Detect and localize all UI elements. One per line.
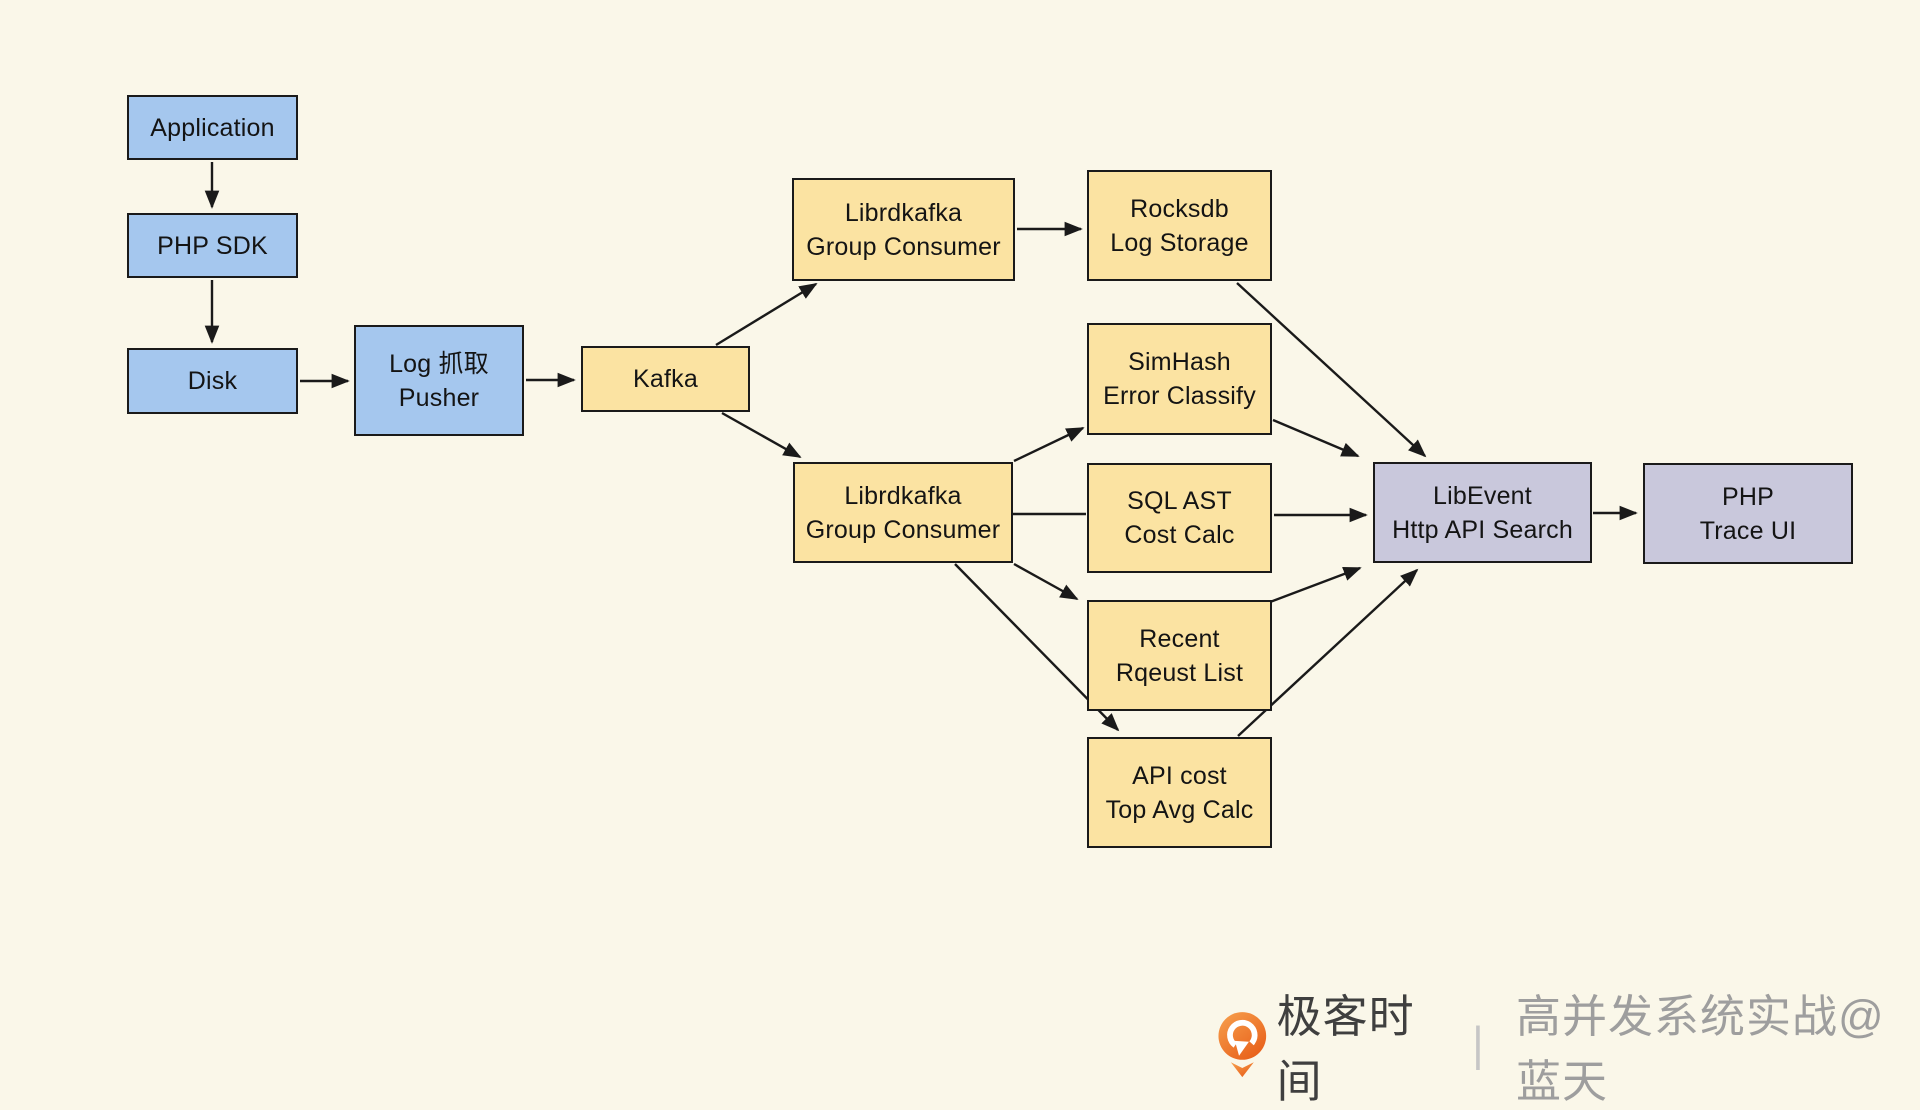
node-sql-ast: SQL AST Cost Calc <box>1087 463 1272 573</box>
arrow-recent-request-to-libevent <box>1269 566 1362 604</box>
watermark-separator: 丨 <box>1456 1023 1500 1077</box>
node-application: Application <box>127 95 298 160</box>
arrow-kafka-to-librdkafka-consumer-2 <box>721 411 802 459</box>
geektime-logo-icon <box>1218 1012 1267 1078</box>
arrow-kafka-to-librdkafka-consumer-1 <box>715 282 818 347</box>
arrow-simhash-to-libevent <box>1272 418 1360 458</box>
node-php-trace: PHP Trace UI <box>1643 463 1853 564</box>
arrow-librdkafka-consumer-2-to-simhash <box>1013 426 1085 463</box>
arrow-librdkafka-consumer-2-to-recent-request <box>1013 562 1079 601</box>
node-kafka: Kafka <box>581 346 750 412</box>
node-libevent: LibEvent Http API Search <box>1373 462 1592 563</box>
node-rocksdb: Rocksdb Log Storage <box>1087 170 1272 281</box>
node-api-cost: API cost Top Avg Calc <box>1087 737 1272 848</box>
arrow-rocksdb-to-libevent <box>1236 282 1427 458</box>
node-librdkafka-consumer-1: Librdkafka Group Consumer <box>792 178 1015 281</box>
node-php-sdk: PHP SDK <box>127 213 298 278</box>
node-recent-request: Recent Rqeust List <box>1087 600 1272 711</box>
node-log-pusher: Log 抓取 Pusher <box>354 325 524 436</box>
node-disk: Disk <box>127 348 298 414</box>
node-simhash: SimHash Error Classify <box>1087 323 1272 435</box>
node-librdkafka-consumer-2: Librdkafka Group Consumer <box>793 462 1013 563</box>
watermark-credit: 高并发系统实战@蓝天 <box>1516 991 1885 1107</box>
watermark-brand: 极客时间 <box>1276 991 1415 1107</box>
watermark: 极客时间 丨 高并发系统实战@蓝天 <box>1216 991 1920 1107</box>
